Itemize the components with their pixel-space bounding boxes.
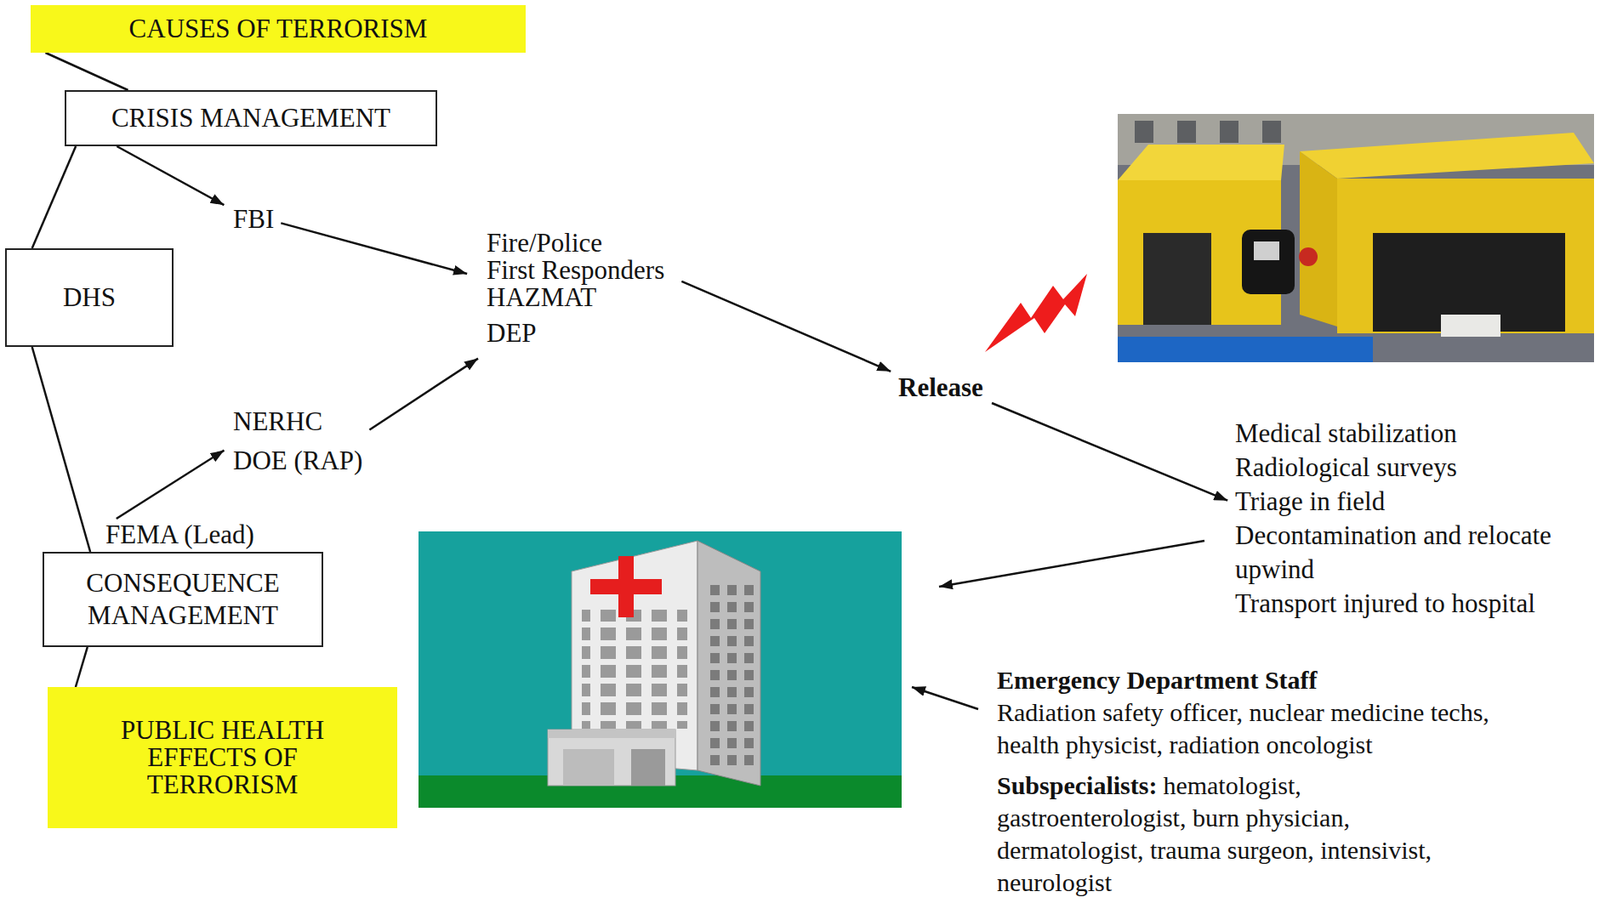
node-text: DOE (RAP): [233, 447, 363, 475]
connector: [369, 358, 479, 431]
node-text: CAUSES OF TERRORISM: [129, 15, 428, 43]
heading-box: PUBLIC HEALTH EFFECTS OF TERRORISM: [47, 687, 398, 829]
node-text: CRISIS MANAGEMENT: [111, 104, 391, 132]
subspecialists-paragraph: Subspecialists:hematologist, gastroenter…: [996, 769, 1478, 900]
node-text: Medical stabilization: [1235, 416, 1458, 451]
node-text: NERHC: [233, 408, 323, 436]
connector: [32, 146, 76, 249]
node-text: PUBLIC HEALTH EFFECTS OF TERRORISM: [95, 717, 351, 799]
node-text: Fire/Police: [486, 229, 603, 257]
node-text: Release: [898, 374, 984, 402]
staff-heading-slot: Emergency Department Staff: [996, 664, 1559, 697]
hospital-illustration: [418, 531, 902, 809]
node-text: DEP: [486, 319, 537, 348]
connector: [116, 146, 224, 205]
connector: [116, 450, 225, 519]
node-text: First Responders: [486, 256, 665, 285]
subspecialists-heading: Subspecialists:: [996, 771, 1157, 800]
connector: [681, 281, 891, 372]
connector: [32, 347, 91, 553]
node-text: FEMA (Lead): [105, 521, 255, 549]
staff-body-slot: Radiation safety officer, nuclear medici…: [996, 696, 1533, 762]
node-text: CONSEQUENCE MANAGEMENT: [63, 567, 302, 633]
responder-list: Fire/PoliceFirst RespondersHAZMAT DEP: [469, 219, 682, 358]
connector: [75, 647, 88, 688]
lightning-bolt: [985, 273, 1088, 353]
action-list: Medical stabilizationRadiological survey…: [1229, 411, 1581, 627]
staff-list: Radiation safety officer, nuclear medici…: [996, 696, 1533, 762]
connector: [991, 403, 1228, 502]
connector: [280, 222, 467, 274]
agency-text: FEMA (Lead): [100, 518, 261, 552]
node-text: Decontamination and relocate upwind: [1235, 518, 1576, 587]
event-text: Release: [893, 372, 992, 404]
node-text: FBI: [233, 205, 274, 234]
node-text: Radiological surveys: [1235, 450, 1458, 485]
arrow-to-hospital: [911, 687, 979, 710]
arrow-to-hospital: [939, 540, 1205, 587]
staff-heading: Emergency Department Staff: [996, 664, 1559, 697]
heading-box: CAUSES OF TERRORISM: [30, 5, 526, 53]
agency-text: FBI: [226, 200, 281, 239]
process-box: DHS: [5, 248, 174, 348]
connector: [45, 52, 129, 91]
node-text: HAZMAT: [486, 284, 597, 312]
process-box: CONSEQUENCE MANAGEMENT: [42, 552, 324, 648]
node-text: Transport injured to hospital: [1235, 586, 1536, 621]
node-text: Triage in field: [1235, 484, 1385, 519]
staff-notes: Emergency Department Staff Radiation saf…: [996, 664, 1559, 900]
node-text: DHS: [62, 284, 116, 312]
agency-text: NERHC DOE (RAP): [226, 403, 370, 480]
decontamination-tent-photo: [1117, 113, 1595, 363]
process-box: CRISIS MANAGEMENT: [64, 90, 438, 147]
